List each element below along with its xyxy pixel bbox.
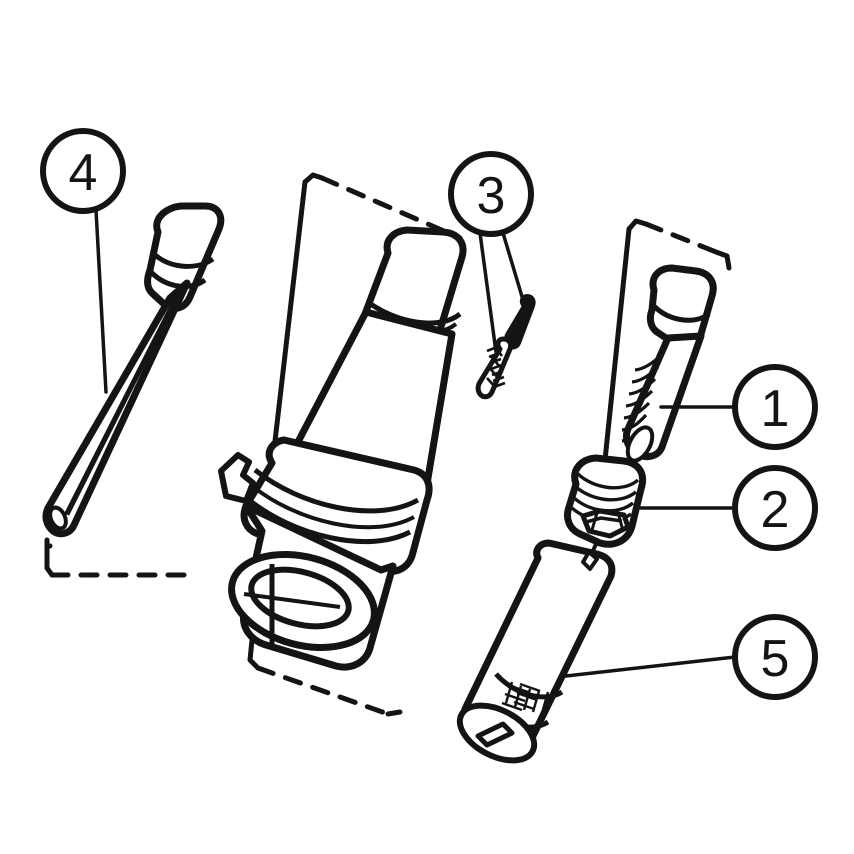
callout-3[interactable]: 3 — [448, 151, 534, 237]
callout-2[interactable]: 2 — [732, 465, 818, 551]
leader-line-5 — [564, 655, 737, 678]
callout-4-circle[interactable] — [40, 128, 126, 214]
part-main-body — [218, 226, 467, 671]
part-5-sleeve — [456, 539, 616, 764]
callout-4-label: 4 — [69, 144, 98, 202]
leader-line-3b — [501, 231, 528, 312]
part-1-cap-screw — [621, 264, 717, 463]
leader-line-3a — [478, 231, 498, 354]
callout-3-label: 3 — [477, 167, 506, 225]
callout-1[interactable]: 1 — [732, 364, 818, 450]
callout-leader-lines — [94, 208, 737, 678]
part-4-draw-rod — [42, 202, 225, 538]
callout-5-label: 5 — [761, 630, 790, 688]
callout-5[interactable]: 5 — [732, 614, 818, 700]
leader-line-4 — [94, 208, 108, 394]
callout-1-label: 1 — [761, 380, 790, 438]
callout-1-circle[interactable] — [732, 364, 818, 450]
part-2-threaded-collar — [563, 454, 647, 563]
dashed-group-bracket-right — [602, 218, 732, 463]
callout-2-circle[interactable] — [732, 465, 818, 551]
callout-2-label: 2 — [761, 481, 790, 539]
callout-3-circle[interactable] — [448, 151, 534, 237]
callout-5-circle[interactable] — [732, 614, 818, 700]
callout-4[interactable]: 4 — [40, 128, 126, 214]
